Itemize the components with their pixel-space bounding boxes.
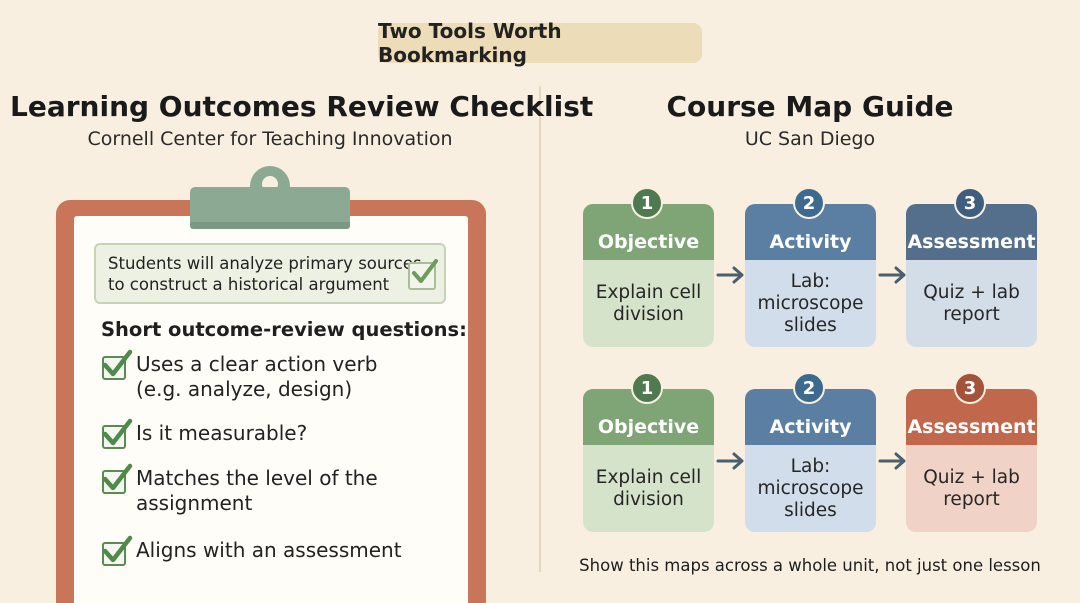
card-body-line2: microscope: [757, 292, 864, 314]
card-body-line1: Quiz + lab: [923, 281, 1020, 303]
card-body-line3: slides: [784, 499, 837, 521]
arrow-right-icon: [878, 452, 906, 470]
arrow-right-icon: [716, 452, 744, 470]
check-icon: [412, 259, 438, 283]
question-line-1: Aligns with an assessment: [136, 538, 402, 562]
card-body-line3: slides: [784, 314, 837, 336]
card-body-line2: report: [943, 303, 1000, 325]
question-text: Uses a clear action verb (e.g. analyze, …: [136, 352, 377, 402]
column-divider: [539, 86, 541, 572]
card-body-line1: Explain cell: [595, 466, 702, 488]
card-body-line2: report: [943, 488, 1000, 510]
course-map-note: Show this maps across a whole unit, not …: [579, 556, 1041, 575]
question-line-1: Uses a clear action verb: [136, 352, 378, 376]
course-map-title: Course Map Guide: [666, 90, 954, 123]
step-number-badge: 2: [793, 187, 825, 219]
course-map-source: UC San Diego: [744, 128, 876, 150]
check-icon: [102, 418, 133, 446]
questions-heading: Short outcome-review questions:: [101, 318, 467, 341]
question-line-2: assignment: [136, 491, 253, 515]
sample-outcome-box: Students will analyze primary sources to…: [94, 243, 446, 304]
card-heading: Objective: [583, 389, 714, 445]
step-number-badge: 1: [631, 372, 663, 404]
step-number-badge: 3: [954, 372, 986, 404]
step-number-badge: 2: [793, 372, 825, 404]
sample-outcome-line-1: Students will analyze primary sources: [108, 254, 422, 273]
arrow-right-icon: [716, 266, 744, 284]
check-icon: [102, 535, 133, 563]
check-icon: [102, 349, 133, 377]
arrow-right-icon: [878, 266, 906, 284]
card-body-line1: Lab:: [790, 270, 831, 292]
checklist-title: Learning Outcomes Review Checklist: [10, 90, 594, 123]
question-line-1: Matches the level of the: [136, 466, 378, 490]
checklist-source: Cornell Center for Teaching Innovation: [87, 128, 453, 150]
sample-outcome-line-2: to construct a historical argument: [108, 275, 390, 294]
step-number-badge: 3: [954, 187, 986, 219]
clipboard-clip: [190, 187, 350, 229]
question-text: Aligns with an assessment: [136, 538, 402, 563]
card-body-line2: division: [613, 488, 684, 510]
question-text: Is it measurable?: [136, 421, 307, 446]
card-body-line1: Lab:: [790, 455, 831, 477]
card-heading: Assessment: [906, 389, 1037, 445]
check-icon: [102, 463, 133, 491]
step-number-badge: 1: [631, 187, 663, 219]
card-body-line1: Quiz + lab: [923, 466, 1020, 488]
card-body-line2: division: [613, 303, 684, 325]
question-line-2: (e.g. analyze, design): [136, 377, 353, 401]
question-text: Matches the level of the assignment: [136, 466, 378, 516]
banner-title: Two Tools Worth Bookmarking: [378, 19, 702, 67]
card-body-line2: microscope: [757, 477, 864, 499]
outcome-checkbox: [408, 259, 438, 290]
question-line-1: Is it measurable?: [136, 421, 308, 445]
card-body-line1: Explain cell: [595, 281, 702, 303]
